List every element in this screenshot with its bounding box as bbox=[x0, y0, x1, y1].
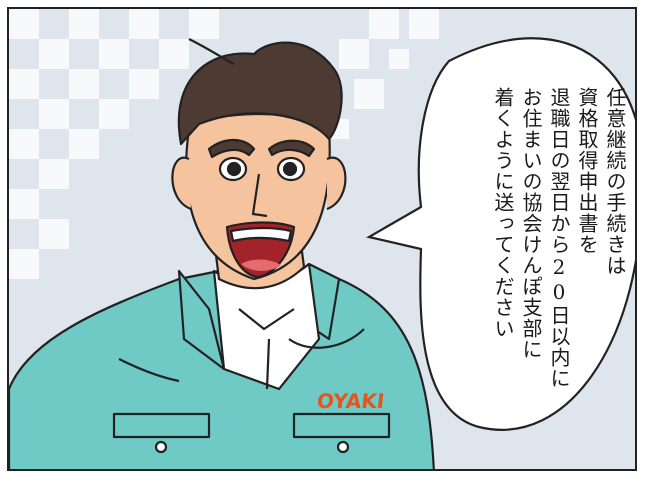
jacket-logo: OYAKI bbox=[315, 389, 386, 413]
speech-line: お住まいの協会けんぽ支部に bbox=[519, 87, 543, 360]
speech-bubble bbox=[366, 37, 635, 431]
speech-line: 着くように送ってください bbox=[491, 87, 515, 339]
speech-line: 退職日の翌日から20日以内に bbox=[547, 87, 571, 389]
jacket bbox=[9, 262, 435, 469]
face bbox=[171, 38, 347, 281]
checker-pattern bbox=[9, 9, 439, 279]
speech-line: 任意継続の手続きは bbox=[603, 87, 627, 276]
speech-text: 任意継続の手続きは 資格取得申出書を 退職日の翌日から20日以内に お住まいの協… bbox=[449, 87, 629, 407]
speech-line: 資格取得申出書を bbox=[575, 87, 599, 255]
panel-artwork bbox=[9, 9, 635, 469]
comic-panel: 任意継続の手続きは 資格取得申出書を 退職日の翌日から20日以内に お住まいの協… bbox=[7, 7, 637, 471]
